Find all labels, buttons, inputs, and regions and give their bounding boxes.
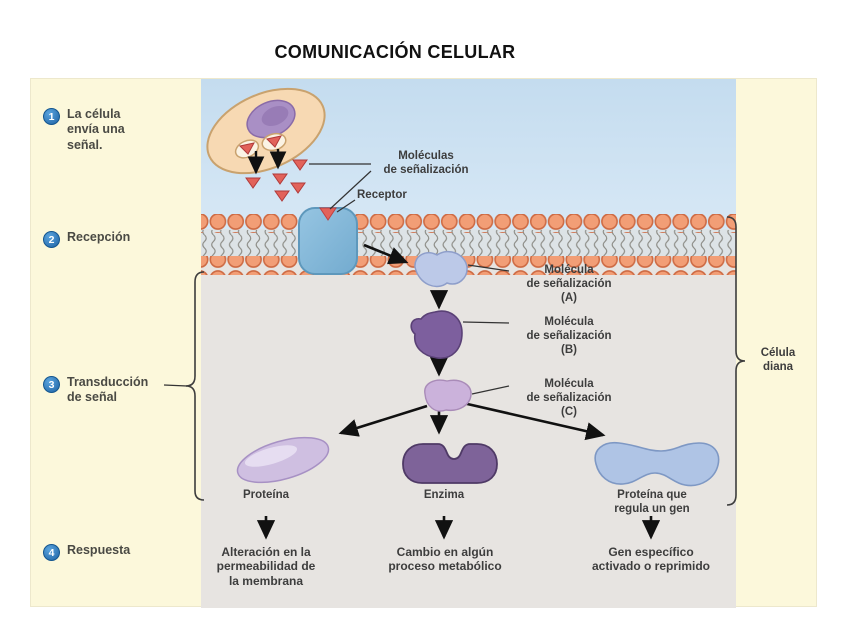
signaling-cell bbox=[206, 87, 326, 175]
lipid-heads-top bbox=[201, 214, 736, 233]
released-signal-molecules bbox=[245, 149, 308, 202]
leader-molecule-b bbox=[462, 321, 510, 324]
protein-highlight bbox=[244, 445, 298, 467]
leader-signal-molecules-2 bbox=[329, 170, 372, 210]
diagram-figure bbox=[163, 79, 746, 608]
leader-molecule-a bbox=[467, 264, 510, 272]
transduction-brace bbox=[185, 271, 205, 501]
enzyme-label: Enzima bbox=[423, 489, 465, 501]
target-cell-brace bbox=[726, 216, 746, 506]
receptor-shape bbox=[298, 207, 358, 275]
molecule-c-shape bbox=[424, 379, 472, 412]
signal-triangle bbox=[292, 159, 308, 171]
gene-regulator-protein-label: Proteína que regula un gen bbox=[614, 489, 690, 515]
step-3-transduction: 3 Transducción de señal bbox=[43, 375, 198, 406]
cytoplasm-region bbox=[201, 245, 736, 608]
signal-triangle bbox=[290, 182, 306, 194]
leader-lines bbox=[163, 163, 510, 395]
page-title: COMUNICACIÓN CELULAR bbox=[274, 42, 516, 62]
target-cell-label: Célula diana bbox=[760, 347, 796, 373]
step-4-label: Respuesta bbox=[67, 543, 131, 557]
signal-triangle bbox=[265, 135, 282, 148]
step-1-send-signal: 1 La célula envía una señal. bbox=[43, 107, 198, 153]
leader-molecule-c bbox=[471, 385, 510, 395]
signal-triangle bbox=[272, 173, 288, 185]
step-4-badge: 4 bbox=[43, 544, 60, 561]
response-metabolic-change: Cambio en algún proceso metabólico bbox=[388, 545, 502, 574]
leader-receptor bbox=[336, 199, 356, 213]
arrow-receptor-to-a bbox=[363, 243, 409, 265]
molecule-a-label: Molécula de señalización (A) bbox=[526, 264, 612, 304]
molecule-a-shape bbox=[414, 250, 468, 288]
step-2-badge: 2 bbox=[43, 231, 60, 248]
signal-triangle bbox=[238, 142, 255, 155]
molecule-b-label: Molécula de señalización (B) bbox=[526, 316, 612, 356]
gene-regulator-protein-shape bbox=[594, 441, 720, 487]
cascade-arrows bbox=[256, 243, 661, 540]
step-2-label: Recepción bbox=[67, 230, 131, 244]
signal-molecules-label: Moléculas de señalización bbox=[383, 150, 469, 176]
signal-triangle bbox=[274, 190, 290, 202]
arrow-c-to-protein bbox=[338, 404, 428, 437]
lipid-tails bbox=[201, 230, 736, 258]
step-3-badge: 3 bbox=[43, 376, 60, 393]
molecule-c-label: Molécula de señalización (C) bbox=[526, 378, 612, 418]
signal-triangle bbox=[245, 177, 261, 189]
enzyme-shape bbox=[402, 443, 498, 484]
diagram-panel: 1 La célula envía una señal. 2 Recepción… bbox=[30, 78, 817, 608]
protein-label: Proteína bbox=[242, 489, 289, 501]
response-membrane-permeability: Alteración en la permeabilidad de la mem… bbox=[216, 545, 316, 588]
nucleolus bbox=[261, 105, 289, 127]
protein-shape bbox=[236, 436, 330, 484]
step-4-response: 4 Respuesta bbox=[43, 543, 198, 561]
molecule-b-shape bbox=[410, 310, 463, 359]
leader-transduction bbox=[163, 384, 188, 387]
step-2-reception: 2 Recepción bbox=[43, 230, 198, 248]
step-1-label: La célula envía una señal. bbox=[67, 107, 125, 152]
receptor-label: Receptor bbox=[357, 189, 407, 201]
response-gene-activation: Gen específico activado o reprimido bbox=[591, 545, 711, 574]
step-1-badge: 1 bbox=[43, 108, 60, 125]
plasma-membrane bbox=[201, 214, 736, 275]
step-3-label: Transducción de señal bbox=[67, 375, 149, 405]
bound-signal-triangle bbox=[319, 207, 337, 221]
arrow-c-to-gene-protein bbox=[462, 401, 606, 441]
